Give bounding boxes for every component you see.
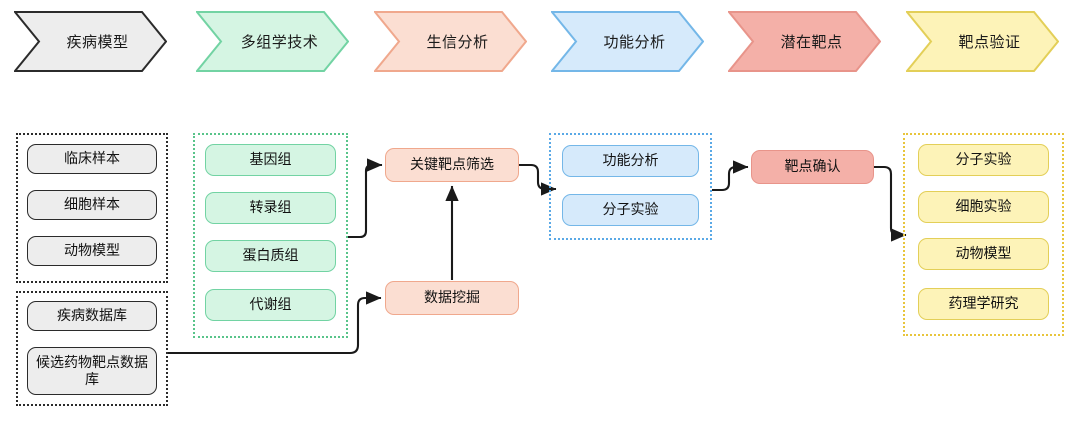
sample-group [16,133,168,283]
wire-omics-to-screening [348,158,383,239]
stage-label: 功能分析 [603,34,666,51]
node-target-confirmation[interactable]: 靶点确认 [751,150,874,184]
node-label: 临床样本 [64,150,120,167]
node-label: 细胞实验 [955,198,1012,215]
omics-group [193,133,348,338]
node-disease-database[interactable]: 疾病数据库 [27,301,157,331]
node-molecular-experiment[interactable]: 分子实验 [562,194,699,226]
chevron-shape [551,11,704,72]
stage-label: 多组学技术 [240,34,319,51]
node-functional-analysis[interactable]: 功能分析 [562,145,699,177]
stage-label: 潜在靶点 [780,34,843,51]
node-label: 功能分析 [602,152,659,169]
node-data-mining[interactable]: 数据挖掘 [385,281,519,315]
node-label: 疾病数据库 [57,307,127,324]
chevron-shape [728,11,881,72]
stage-chevron-functional-analysis[interactable]: 功能分析 [551,11,704,72]
node-animal-model[interactable]: 动物模型 [27,236,157,266]
chevron-shape [14,11,167,72]
node-candidate-drug-target-database[interactable]: 候选药物靶点数据库 [27,347,157,395]
chevron-shape [906,11,1059,72]
chevron-shape [374,11,527,72]
node-validation-pharmacology-study[interactable]: 药理学研究 [918,288,1049,320]
node-label: 基因组 [249,151,292,168]
node-label: 候选药物靶点数据库 [36,353,148,388]
node-proteomics[interactable]: 蛋白质组 [205,240,336,272]
stage-chevron-target-validation[interactable]: 靶点验证 [906,11,1059,72]
node-label: 分子实验 [602,201,659,218]
stage-chevron-bioinformatics[interactable]: 生信分析 [374,11,527,72]
node-label: 动物模型 [64,242,120,259]
node-validation-cell-experiment[interactable]: 细胞实验 [918,191,1049,223]
stage-chevron-multiomics[interactable]: 多组学技术 [196,11,349,72]
stage-label: 疾病模型 [66,34,129,51]
node-transcriptomics[interactable]: 转录组 [205,192,336,224]
node-cell-sample[interactable]: 细胞样本 [27,190,157,220]
wire-confirm-to-validation [874,165,907,242]
node-validation-animal-model[interactable]: 动物模型 [918,238,1049,270]
database-group [16,291,168,406]
stage-chevron-disease-model[interactable]: 疾病模型 [14,11,167,72]
node-label: 蛋白质组 [242,247,299,264]
node-validation-molecular-experiment[interactable]: 分子实验 [918,144,1049,176]
chevron-shape [196,11,349,72]
function-group [549,133,712,240]
node-genomics[interactable]: 基因组 [205,144,336,176]
stage-label: 靶点验证 [958,34,1021,51]
node-label: 关键靶点筛选 [410,156,494,173]
node-label: 转录组 [249,199,292,216]
node-label: 代谢组 [249,296,292,313]
node-key-target-screening[interactable]: 关键靶点筛选 [385,148,519,182]
node-label: 动物模型 [955,245,1012,262]
node-label: 靶点确认 [784,158,841,175]
node-metabolomics[interactable]: 代谢组 [205,289,336,321]
stage-label: 生信分析 [426,34,489,51]
node-label: 分子实验 [955,151,1012,168]
node-label: 细胞样本 [64,196,120,213]
stage-chevron-potential-target[interactable]: 潜在靶点 [728,11,881,72]
node-label: 药理学研究 [948,295,1019,312]
wire-function-to-confirm [712,160,749,192]
node-clinical-sample[interactable]: 临床样本 [27,144,157,174]
validation-group [903,133,1064,336]
node-label: 数据挖掘 [424,289,480,306]
